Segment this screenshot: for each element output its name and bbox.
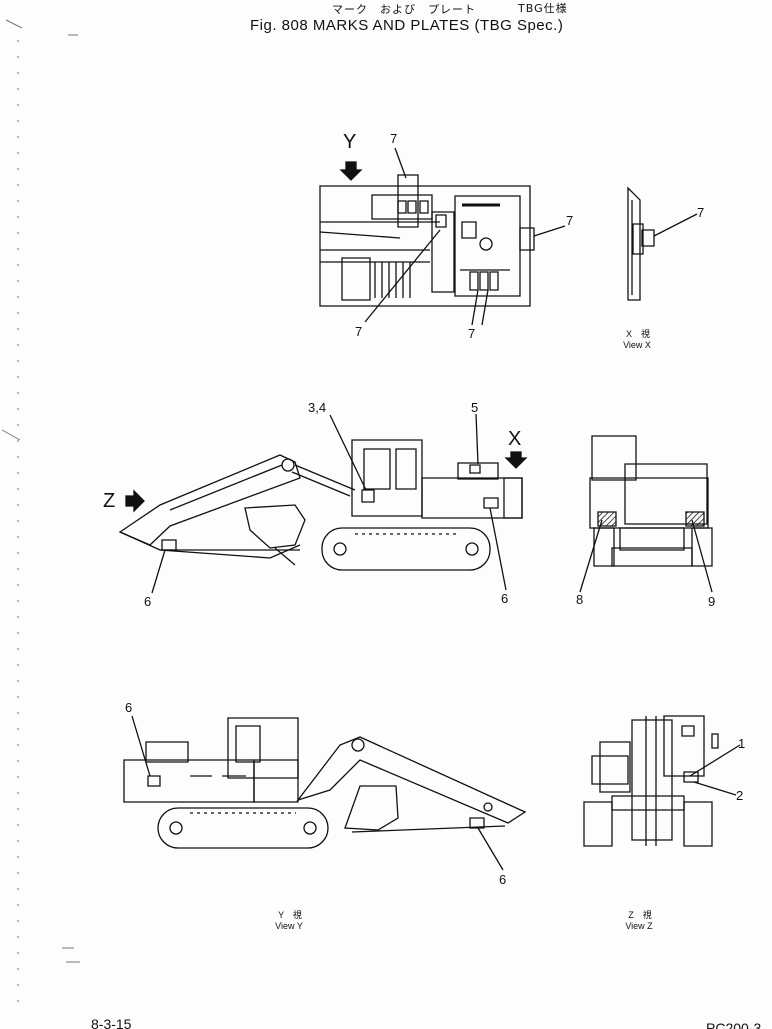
callout-7-right: 7 [566,213,574,228]
view-x-drawing [628,188,697,300]
callout-6-counterweight: 6 [501,591,509,606]
scan-margin-marks [2,20,80,1010]
callout-6-view-y-right: 6 [499,872,507,887]
side-view-drawing [120,414,526,593]
view-z-drawing [584,716,740,846]
view-x-label-jp: X 視 [625,329,650,339]
model-number: PC200-3 [706,1020,762,1029]
view-y-label-jp: Y 視 [278,910,302,920]
view-z-label-jp: Z 視 [628,910,652,920]
callout-8: 8 [576,592,584,607]
title-japanese: マーク および プレート [332,3,476,16]
rear-view-drawing [580,436,712,592]
callout-3-4: 3,4 [308,400,327,415]
callout-7-top: 7 [390,131,398,146]
arrow-x-label: X [508,428,522,450]
callout-1: 1 [738,736,746,751]
figure-title: Fig. 808 MARKS AND PLATES (TBG Spec.) [250,17,564,34]
callout-2: 2 [736,788,744,803]
spec-japanese: TBG仕様 [518,2,568,15]
callout-7-bottom-right: 7 [468,326,476,341]
view-y-label: View Y [275,921,303,931]
callout-5: 5 [471,400,479,415]
callout-6-boom: 6 [144,594,152,609]
callout-7-bottom-left: 7 [355,324,363,339]
arrow-z-label: Z [103,490,116,512]
view-y-drawing [124,716,525,870]
callout-6-view-y-left: 6 [125,700,133,715]
callout-9: 9 [708,594,716,609]
callout-7-view-x: 7 [697,205,705,220]
arrow-y-label: Y [343,131,357,153]
page-reference: 8-3-15 [91,1016,132,1029]
view-x-label: View X [623,340,651,350]
top-view-drawing [320,148,565,325]
view-z-label: View Z [625,921,653,931]
